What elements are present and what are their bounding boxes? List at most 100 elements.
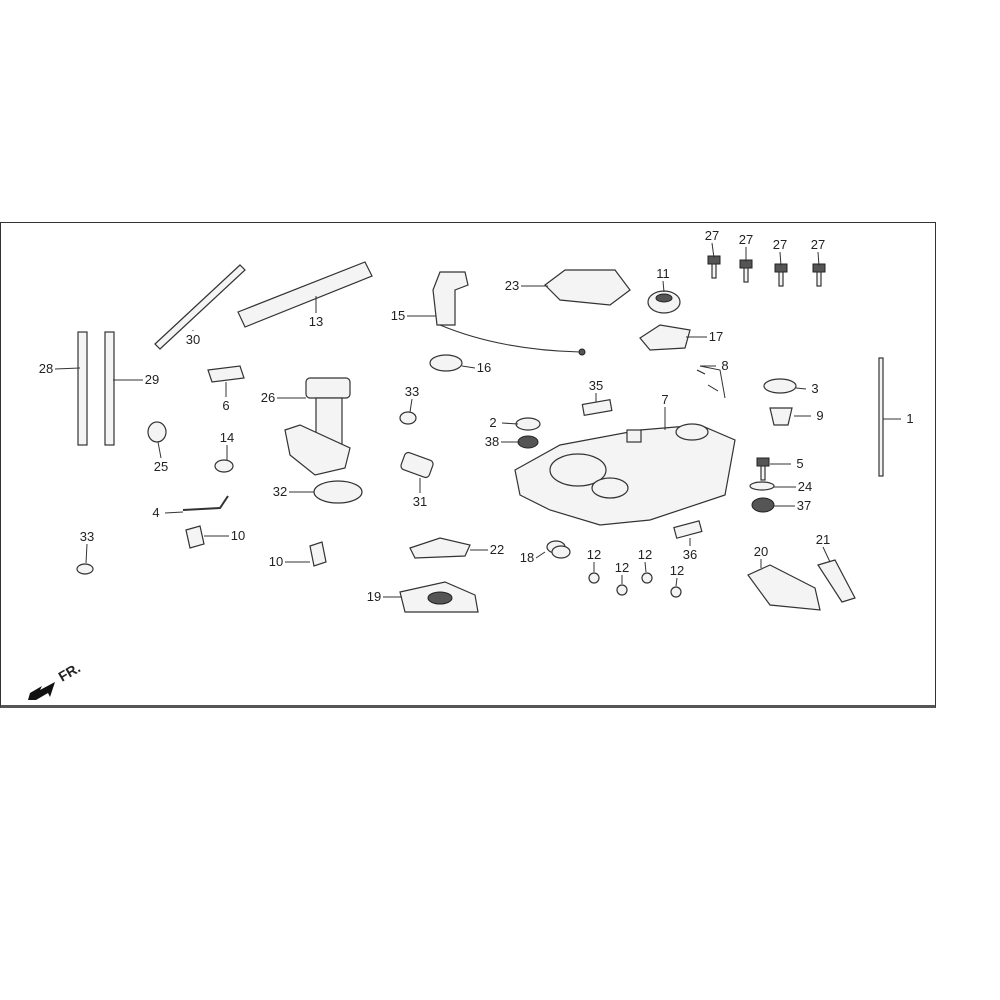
cup-part-9 — [769, 407, 793, 426]
callout-label-9: 9 — [816, 408, 823, 423]
screws-part-27 — [707, 255, 826, 287]
callout-label-19: 19 — [367, 589, 381, 604]
callout-label-26: 26 — [261, 390, 275, 405]
filter-part-31 — [400, 451, 434, 479]
leader-line — [817, 251, 820, 267]
callout-label-16: 16 — [477, 360, 491, 375]
callout-label-14: 14 — [220, 430, 234, 445]
callout-label-22: 22 — [490, 542, 504, 557]
diagram-frame — [0, 222, 936, 708]
callout-label-10: 10 — [269, 554, 283, 569]
callout-label-12: 12 — [587, 547, 601, 562]
callout-label-8: 8 — [721, 358, 728, 373]
leader-line — [535, 551, 546, 559]
leader-line — [54, 367, 81, 370]
leader-line — [795, 387, 807, 390]
callout-label-27: 27 — [705, 228, 719, 243]
pad-part-35 — [581, 398, 613, 417]
leader-line — [501, 422, 519, 425]
spring-part-18 — [546, 540, 571, 559]
leader-line — [157, 441, 162, 459]
leader-line — [409, 398, 413, 413]
washer-part-24 — [749, 481, 775, 491]
callout-label-5: 5 — [796, 456, 803, 471]
callout-label-35: 35 — [589, 378, 603, 393]
ring-part-3 — [763, 378, 797, 394]
bracket-part-22 — [409, 537, 471, 559]
callout-label-29: 29 — [145, 372, 159, 387]
cap-part-11 — [647, 290, 681, 314]
callout-label-12: 12 — [615, 560, 629, 575]
callout-label-32: 32 — [273, 484, 287, 499]
leader-line — [662, 280, 665, 293]
pad-part-36 — [673, 520, 703, 539]
clamp-part-6 — [207, 365, 245, 383]
callout-label-7: 7 — [661, 392, 668, 407]
leader-line — [779, 251, 782, 267]
callout-label-33: 33 — [80, 529, 94, 544]
cover-part-19 — [399, 581, 479, 613]
leader-line — [644, 561, 647, 573]
gasket-part-23 — [544, 269, 631, 306]
clip-part-14 — [214, 459, 234, 473]
cap-part-2 — [515, 417, 541, 431]
callout-label-21: 21 — [816, 532, 830, 547]
hose-part-4 — [182, 495, 229, 511]
leader-line — [164, 511, 184, 514]
pad-part-10b — [309, 541, 327, 567]
callout-label-25: 25 — [154, 459, 168, 474]
grommet-part-38 — [517, 435, 539, 449]
callout-label-31: 31 — [413, 494, 427, 509]
pad-part-10a — [185, 525, 205, 549]
gasket-part-32 — [313, 480, 363, 504]
bolt-part-5 — [756, 457, 770, 481]
front-direction-arrow-icon — [28, 682, 55, 700]
callout-label-37: 37 — [797, 498, 811, 513]
callout-label-10: 10 — [231, 528, 245, 543]
rod-part-1 — [878, 357, 884, 477]
leader-line — [822, 546, 831, 563]
grommet-part-37 — [751, 497, 775, 513]
callout-label-13: 13 — [309, 314, 323, 329]
rod-part-28 — [77, 331, 88, 446]
callout-label-6: 6 — [222, 398, 229, 413]
callout-label-1: 1 — [906, 411, 913, 426]
callout-label-11: 11 — [656, 266, 670, 281]
clip-part-33b — [76, 563, 94, 575]
callout-label-27: 27 — [739, 232, 753, 247]
fuel-pump-part-26 — [284, 377, 351, 476]
clip-part-33 — [399, 411, 417, 425]
callout-label-33: 33 — [405, 384, 419, 399]
callout-label-30: 30 — [186, 332, 200, 347]
strip-part-13 — [237, 261, 373, 328]
callout-label-24: 24 — [798, 479, 812, 494]
leader-line — [711, 242, 715, 259]
callout-label-36: 36 — [683, 547, 697, 562]
callout-label-18: 18 — [520, 550, 534, 565]
callout-label-38: 38 — [485, 434, 499, 449]
clamp-part-25 — [147, 421, 167, 443]
callout-label-20: 20 — [754, 544, 768, 559]
bracket-part-20 — [747, 564, 821, 611]
callout-label-4: 4 — [152, 505, 159, 520]
rod-part-30 — [154, 264, 246, 350]
cap-ring-part-17 — [639, 324, 691, 351]
front-indicator-label: FR. — [56, 659, 84, 684]
fuel-tank-part-7 — [514, 423, 736, 526]
callout-label-3: 3 — [811, 381, 818, 396]
callout-label-12: 12 — [638, 547, 652, 562]
callout-label-28: 28 — [39, 361, 53, 376]
fuel-sender-part-15 — [432, 271, 586, 356]
ring-part-16 — [429, 354, 463, 372]
nut-part-12 — [588, 572, 682, 598]
callout-label-23: 23 — [505, 278, 519, 293]
leader-line — [461, 365, 476, 369]
callout-label-27: 27 — [811, 237, 825, 252]
callout-label-2: 2 — [489, 415, 496, 430]
spring-part-8 — [696, 365, 726, 399]
leader-line — [85, 543, 88, 564]
callout-label-15: 15 — [391, 308, 405, 323]
bracket-part-21 — [817, 559, 856, 603]
rod-part-29 — [104, 331, 115, 446]
